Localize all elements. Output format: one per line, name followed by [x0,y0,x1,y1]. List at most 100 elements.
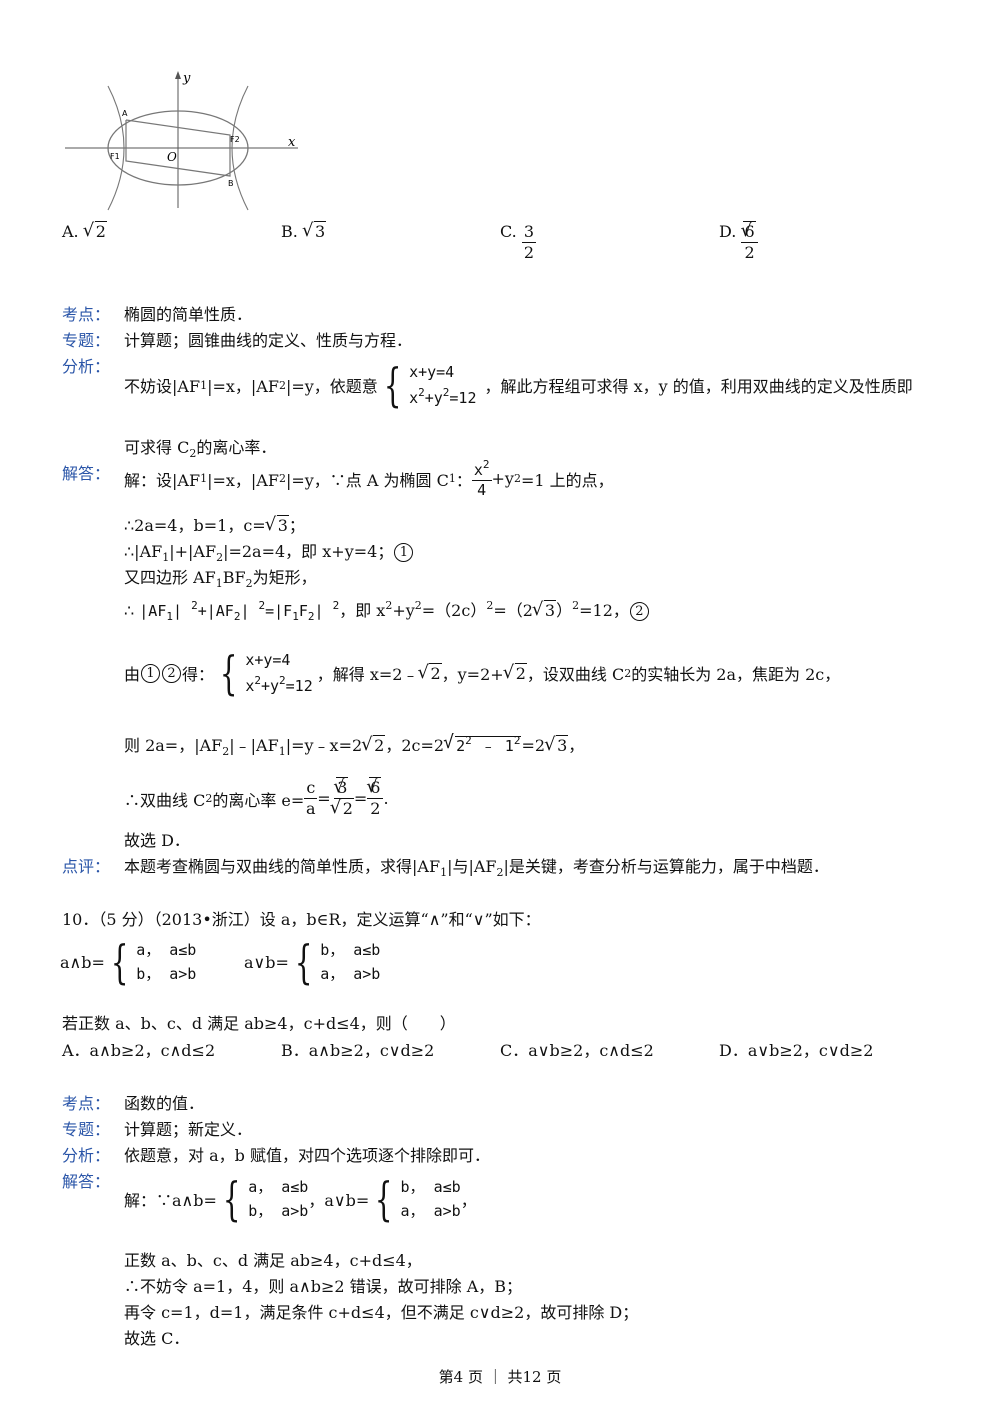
q10-jieda-label: 解答： [62,1172,111,1191]
t: =12， [579,601,629,620]
radicand: 2 [373,735,386,755]
t: 可求得 C [124,438,190,457]
kaodian-label: 考点： [62,305,111,324]
q10-kaodian-label: 考点： [62,1094,111,1113]
sqrt: 22 ﹣ 12 [443,732,522,756]
t: a∨b= [244,952,289,972]
num: c [304,778,318,799]
t: 又四边形 AF [124,568,216,587]
t: |=y，∵点 A 为椭圆 C [285,470,449,490]
radicand: 2 [94,221,107,241]
radicand: 3 [313,221,327,241]
zhuanti-text: 计算题；圆锥曲线的定义、性质与方程． [124,331,413,350]
t: |=x，|AF [207,377,279,396]
eq: a， a>b [320,965,381,983]
t: |=y﹣x=2 [285,736,363,755]
q10-solution-line-2: 正数 a、b、c、d 满足 ab≥4，c+d≤4， [124,1251,422,1270]
q10-fenxi-label: 分析： [62,1146,111,1165]
eq: b， a≤b [320,941,381,959]
t: BF [222,568,246,587]
t: =（2c） [421,601,487,620]
t: ： [455,470,472,490]
num: 3 [336,777,349,797]
point-a-label: A [122,109,128,118]
num: 6 [743,221,756,241]
dianping-text: 本题考查椭圆与双曲线的简单性质，求得|AF1|与|AF2|是关键，考查分析与运算… [124,857,829,879]
circled-number: 1 [394,543,414,562]
page-footer: 第4 页 ｜ 共12 页 [438,1368,562,1386]
t: 不妨设|AF [124,377,201,396]
t: 的离心率 e= [212,790,305,810]
t: ，a∨b= [308,1191,370,1210]
t: 的离心率． [196,438,277,457]
fraction: 32 [330,776,354,820]
q10-condition: 若正数 a、b、c、d 满足 ab≥4，c+d≤4，则（ ） [62,1014,456,1033]
solution-line-2: ∴2a=4，b=1，c=3； [124,512,305,536]
t: +y [392,601,415,620]
num: 6 [369,777,382,797]
t: ，y=2+ [441,665,504,684]
t: F [298,602,308,620]
t: ） [556,601,573,620]
eq: x [245,677,255,695]
zhuanti-label: 专题： [62,331,111,350]
fraction: 62 [740,220,758,263]
den: 2 [341,798,354,818]
opt-label: B. [281,222,298,241]
t: 由 [124,665,141,684]
den: 2 [744,243,755,262]
q10-zhuanti-label: 专题： [62,1120,111,1139]
sqrt: 2 [503,662,527,683]
sqrt: 3 [265,514,289,535]
t: | [173,602,192,620]
radicand: 3 [276,515,289,535]
t: 为矩形， [252,568,317,587]
fenxi-line-2: 可求得 C2的离心率． [124,438,277,460]
t: 解：∵a∧b= [124,1191,217,1210]
den: 2 [523,243,535,262]
q10-stem: 10．（5 分）（2013•浙江）设 a，b∈R，定义运算“∧”和“∨”如下： [62,910,541,929]
t: ，设双曲线 C [526,665,625,684]
num: x [473,461,483,479]
t: |是关键，考查分析与运算能力，属于中档题． [503,857,829,876]
opt-label: C. [500,222,517,241]
t: 本题考查椭圆与双曲线的简单性质，求得|AF [124,857,441,876]
t: =2 [521,736,546,755]
t: |=x，|AF [207,470,279,490]
num: 3 [521,222,537,243]
t: =|F [265,602,293,620]
eq: =12 [449,389,477,407]
q10-zhuanti-text: 计算题；新定义． [124,1120,253,1139]
t: ，解得 x=2﹣ [316,665,419,684]
t: ，2c=2 [385,736,445,755]
solution-line-3: ∴|AF1|+|AF2|=2a=4，即 x+y=4；1 [124,538,414,564]
q9-option-b: B. 3 [281,220,327,241]
circled-number: 1 [141,663,161,683]
sqrt: 2 [83,220,107,241]
t: ，解此方程组可求得 x，y 的值，利用双曲线的定义及性质即 [484,377,913,396]
eq: a， a≤b [136,941,197,959]
q10-solution-line-4: 再令 c=1，d=1，满足条件 c+d≤4，但不满足 c∨d≥2，故可排除 D； [124,1303,639,1322]
eq: x+y=4 [245,651,291,669]
ellipse-hyperbola-figure: y x O A B F1 F2 [65,71,298,211]
t: 得： [182,665,215,684]
radicand: 2 [456,737,466,755]
q10-option-a: A．a∧b≥2，c∧d≤2 [62,1041,216,1060]
opt-label: A. [62,222,79,241]
t: ， [460,1191,477,1210]
sqrt: 2 [417,662,442,683]
t: ，即 x [339,601,386,620]
t: ∴双曲线 C [124,790,206,810]
origin-label: O [167,150,177,164]
eq: a， a>b [400,1202,461,1220]
t: ， [568,736,585,755]
sqrt: 2 [361,734,386,755]
solution-line-4: 又四边形 AF1BF2为矩形， [124,568,317,590]
t: |=2a=4，即 x+y=4； [223,542,394,561]
eq: x [409,389,419,407]
t: |﹣|AF [229,736,279,755]
